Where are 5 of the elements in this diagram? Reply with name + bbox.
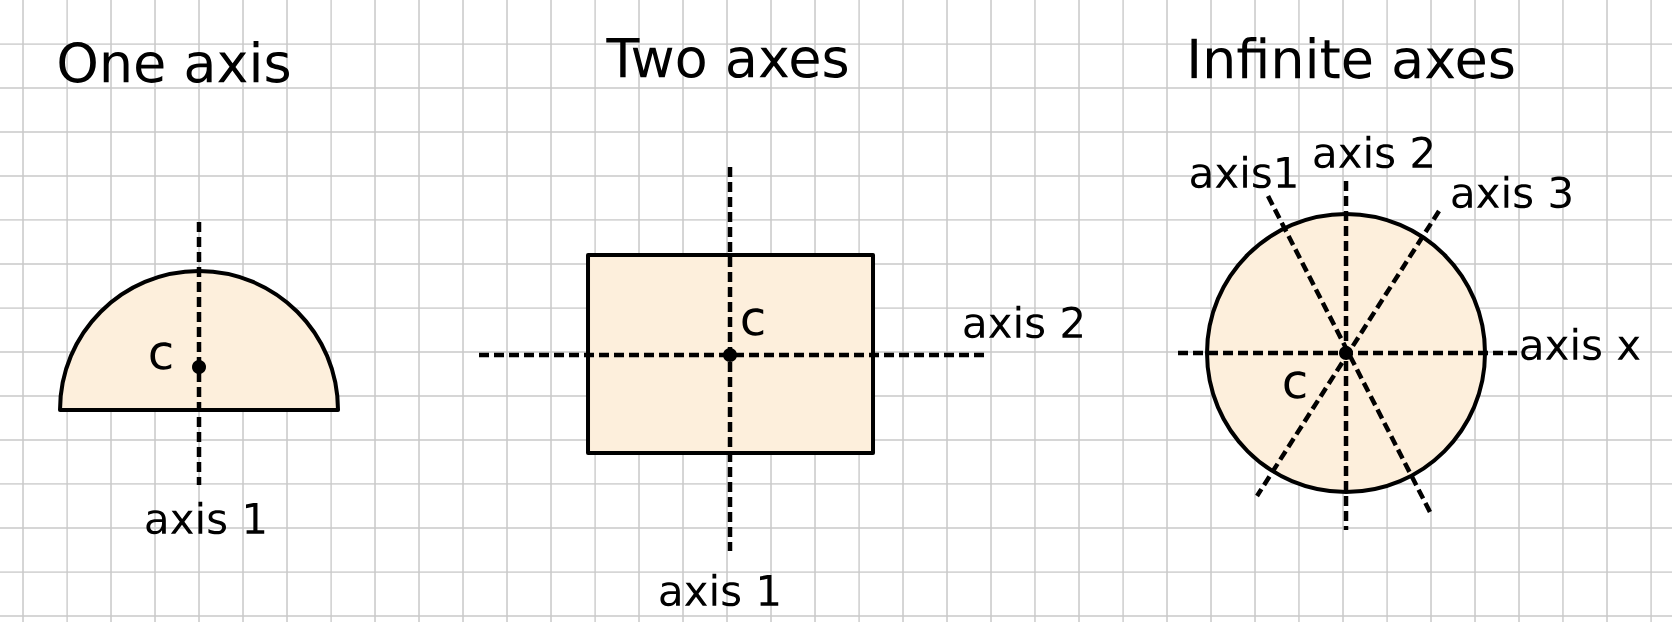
panel-title: Two axes	[606, 37, 847, 79]
axis-label: axis 2	[964, 305, 1082, 339]
axis-label: axis 3	[1452, 175, 1571, 209]
axis-label: axis 2	[1314, 135, 1432, 169]
panel-title: One axis	[59, 41, 289, 83]
